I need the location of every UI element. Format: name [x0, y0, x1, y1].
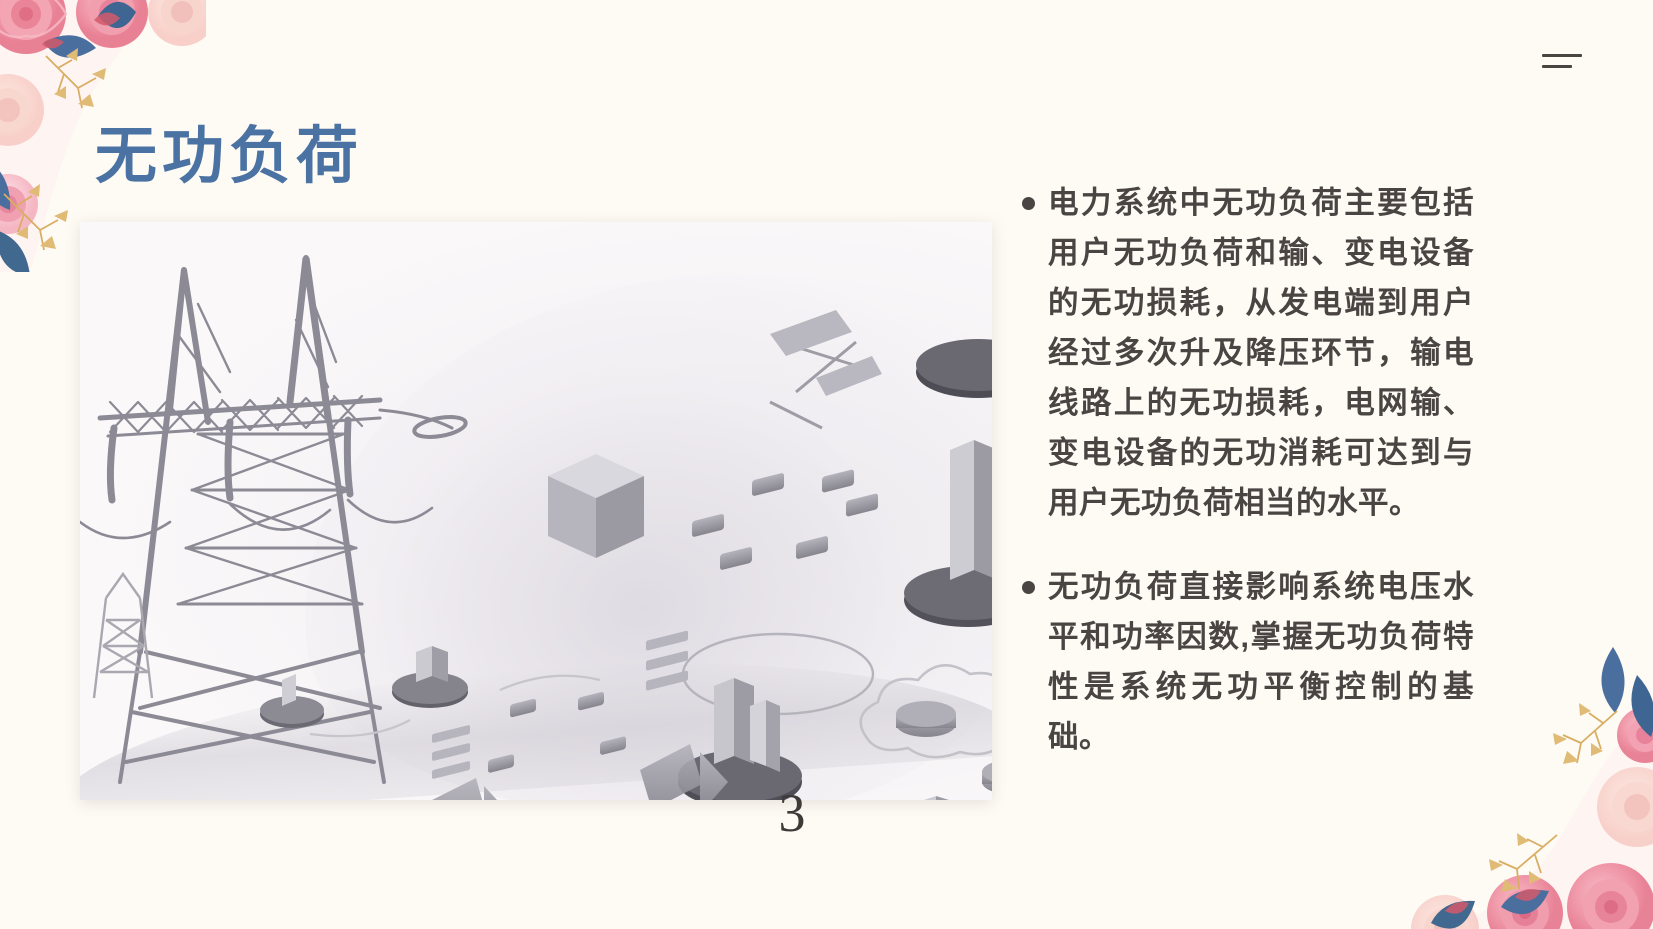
isometric-network-objects: [260, 310, 992, 800]
menu-line-1: [1542, 54, 1582, 57]
bullet-text: 无功负荷直接影响系统电压水平和功率因数,掌握无功负荷特性是系统无功平衡控制的基础…: [1048, 570, 1474, 754]
page-number: 3: [778, 783, 806, 843]
secondary-pylon: [92, 571, 154, 699]
bullet-dot-icon: [1022, 581, 1035, 594]
bullet-list: 电力系统中无功负荷主要包括用户无功负荷和输、变电设备的无功损耗，从发电端到用户经…: [1022, 178, 1474, 762]
power-grid-illustration: [80, 255, 992, 800]
bullet-text: 电力系统中无功负荷主要包括用户无功负荷和输、变电设备的无功损耗，从发电端到用户经…: [1048, 186, 1474, 520]
bullet-dot-icon: [1022, 197, 1035, 210]
menu-line-2: [1542, 65, 1572, 68]
list-item: 电力系统中无功负荷主要包括用户无功负荷和输、变电设备的无功损耗，从发电端到用户经…: [1022, 178, 1474, 528]
hamburger-menu-icon[interactable]: [1542, 48, 1582, 74]
list-item: 无功负荷直接影响系统电压水平和功率因数,掌握无功负荷特性是系统无功平衡控制的基础…: [1022, 562, 1474, 762]
cloud-network: [859, 664, 992, 759]
transmission-tower: [80, 255, 468, 784]
slide-image: [80, 222, 992, 800]
page-title: 无功负荷: [95, 121, 364, 191]
